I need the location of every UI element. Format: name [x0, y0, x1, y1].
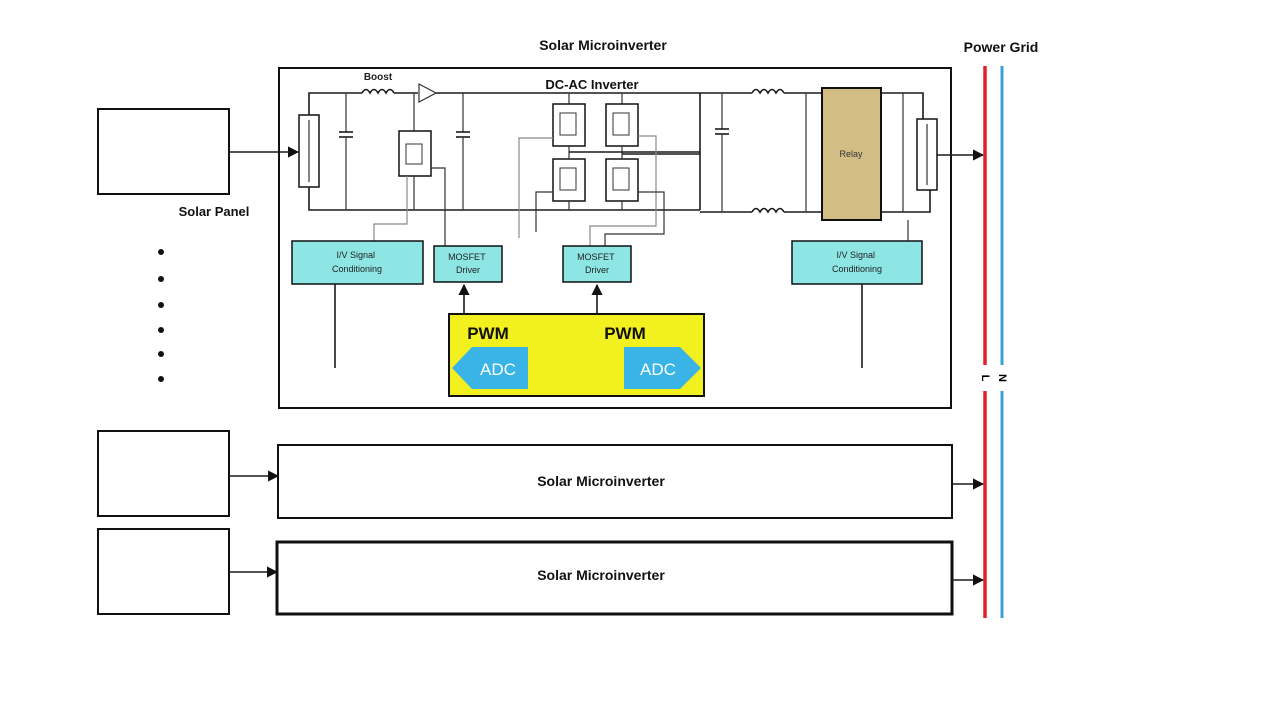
mosfet-driver-right-line1: MOSFET — [577, 252, 615, 262]
inverter-switch-q4 — [605, 158, 639, 202]
diagram-title: Solar Microinverter — [539, 37, 667, 53]
signal-conditioning-right-line1: I/V Signal — [836, 250, 875, 260]
mosfet-driver-left-line1: MOSFET — [448, 252, 486, 262]
svg-text:MOSFET Driver: MOSFET Driver — [577, 252, 617, 275]
solar-panel-box-1 — [97, 108, 230, 195]
svg-text:MOSFET Driver: MOSFET Driver — [448, 252, 488, 275]
solar-panel-box-2 — [97, 430, 230, 517]
solar-panel-box-3 — [97, 528, 230, 615]
microinverter-2-label: Solar Microinverter — [537, 473, 665, 489]
mosfet-driver-left-line2: Driver — [456, 265, 480, 275]
microinverter-box-2 — [277, 444, 953, 519]
grid-line-l-label: L — [979, 375, 991, 382]
dc-ac-inverter-label: DC-AC Inverter — [545, 77, 638, 92]
adc-left-shape — [452, 347, 528, 389]
svg-text:I/V Signal Conditioning: I/V Signal Conditioning — [332, 250, 382, 274]
microinverter-detail-box — [278, 67, 952, 409]
relay-box — [821, 87, 882, 221]
grid-line-n-label: N — [996, 374, 1008, 382]
adc-left-label: ADC — [480, 360, 516, 379]
relay-label: Relay — [839, 149, 863, 159]
solar-panel-label: Solar Panel — [179, 204, 250, 219]
mosfet-driver-right-line2: Driver — [585, 265, 609, 275]
pwm-right-label: PWM — [604, 324, 646, 343]
microinverter-box-3 — [275, 540, 954, 616]
signal-conditioning-left-line1: I/V Signal — [336, 250, 375, 260]
boost-label: Boost — [364, 72, 393, 83]
continuation-dots — [158, 249, 164, 382]
svg-text:I/V Signal Conditioning: I/V Signal Conditioning — [832, 250, 882, 274]
signal-conditioning-left — [291, 240, 424, 285]
signal-conditioning-left-line2: Conditioning — [332, 264, 382, 274]
boost-diode — [418, 83, 438, 103]
signal-conditioning-right — [791, 240, 923, 285]
power-grid-label: Power Grid — [964, 39, 1039, 55]
boost-mosfet — [398, 130, 432, 177]
inverter-switch-q1 — [552, 103, 586, 147]
mosfet-driver-right — [562, 245, 632, 283]
adc-right-shape — [624, 347, 701, 389]
microinverter-3-label: Solar Microinverter — [537, 567, 665, 583]
inverter-switch-q2 — [605, 103, 639, 147]
inverter-switch-q3 — [552, 158, 586, 202]
pwm-left-label: PWM — [467, 324, 509, 343]
signal-conditioning-right-line2: Conditioning — [832, 264, 882, 274]
mosfet-driver-left — [433, 245, 503, 283]
adc-right-label: ADC — [640, 360, 676, 379]
